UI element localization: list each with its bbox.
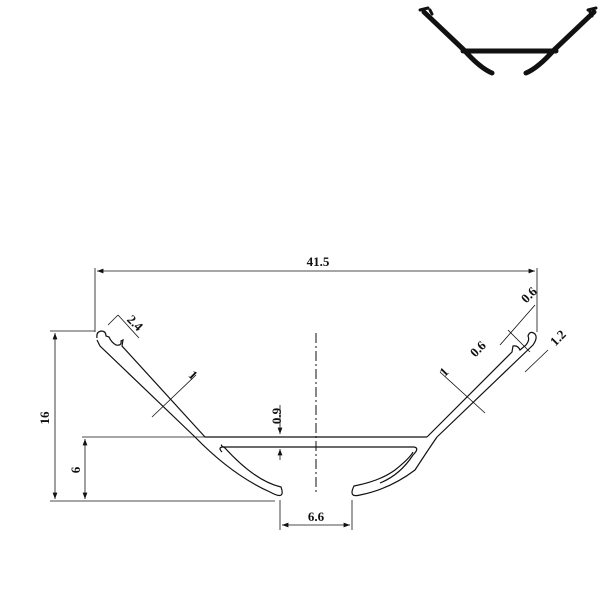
dim-clip-gap-inner: 0.6 [467, 337, 489, 359]
dim-shelf-thickness: 0.9 [269, 407, 284, 424]
dim-opening-width: 6.6 [308, 509, 325, 524]
dim-right-wall: 1 [436, 364, 451, 379]
dim-lip-height: 6 [68, 466, 83, 473]
dim-overall-height: 16 [37, 411, 52, 425]
dim-overall-width: 41.5 [307, 254, 330, 269]
dimension-lines [50, 268, 549, 530]
dim-clip-width: 2.4 [124, 312, 146, 334]
dim-clip-depth: 1.2 [547, 327, 569, 349]
thumbnail-profile [418, 6, 598, 76]
dim-left-wall: 1 [186, 367, 201, 382]
